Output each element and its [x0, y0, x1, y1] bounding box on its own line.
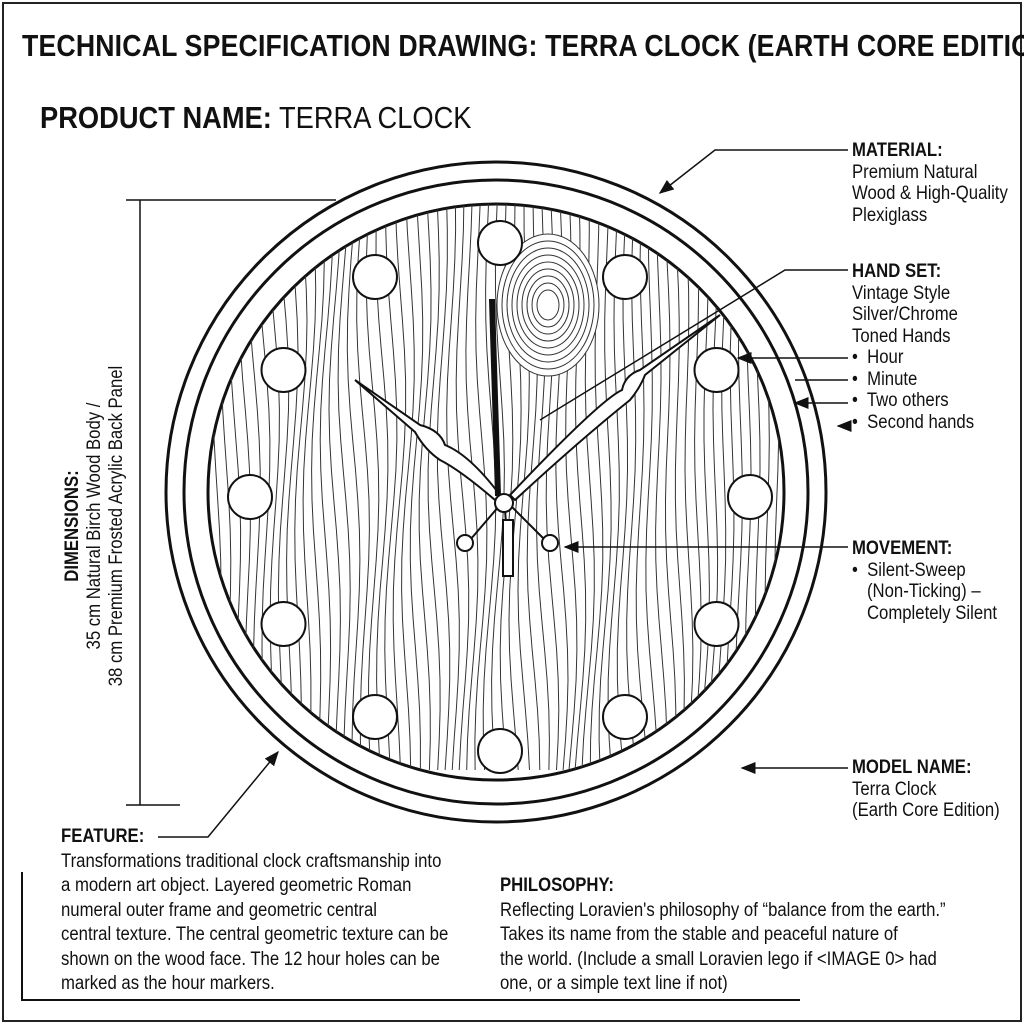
- hour-hole: [602, 254, 648, 300]
- product-name-label: PRODUCT NAME:: [40, 100, 272, 135]
- leader-lines: [21, 149, 852, 1001]
- model-callout: MODEL NAME: Terra Clock (Earth Core Edit…: [852, 757, 1000, 822]
- wood-knot: [496, 233, 600, 377]
- hour-hole: [260, 347, 307, 393]
- hour-hole: [693, 347, 740, 393]
- material-line: Wood & High-Quality: [852, 183, 1008, 204]
- hand-set-line: Toned Hands: [852, 325, 951, 347]
- hand-item: • Minute: [852, 368, 918, 390]
- movement-line: (Non-Ticking) –: [866, 581, 981, 602]
- feature-line: Transformations traditional clock crafts…: [61, 850, 442, 872]
- hour-hole: [727, 474, 773, 520]
- philosophy-line: the world. (Include a small Loravien leg…: [500, 948, 937, 970]
- hand-item: • Two others: [852, 390, 949, 411]
- hour-hole: [227, 474, 273, 520]
- knot-ring: [531, 282, 565, 328]
- material-line: Plexiglass: [852, 204, 928, 226]
- hand-set-callout: HAND SET: Vintage Style Silver/Chrome To…: [852, 261, 974, 433]
- material-heading: MATERIAL:: [852, 140, 943, 161]
- knot-ring: [506, 247, 590, 363]
- grain-line: [401, 204, 415, 771]
- grain-line: [346, 204, 361, 771]
- grain-line: [673, 204, 685, 771]
- hour-hole: [352, 694, 398, 740]
- grain-line: [418, 204, 432, 771]
- grain-line: [337, 204, 351, 771]
- feature-line: marked as the hour markers.: [61, 973, 275, 994]
- hour-hole: [477, 728, 523, 774]
- knot-ring: [521, 268, 575, 342]
- outer-ring: [164, 160, 828, 824]
- dimensions-line: 38 cm Premium Frosted Acrylic Back Panel: [106, 365, 127, 687]
- model-line: (Earth Core Edition): [852, 800, 1000, 821]
- counterweight: [502, 519, 514, 577]
- grain-line: [311, 204, 325, 771]
- grain-line: [436, 204, 451, 771]
- hour-hole: [260, 601, 307, 647]
- philosophy-line: Takes its name from the stable and peace…: [500, 924, 898, 945]
- model-heading: MODEL NAME:: [852, 757, 972, 778]
- knot-ring: [516, 261, 580, 349]
- grain-line: [427, 204, 441, 771]
- product-name: PRODUCT NAME: TERRA CLOCK: [40, 100, 472, 136]
- philosophy-heading: PHILOSOPHY:: [500, 875, 614, 896]
- hand-item: • Hour: [852, 347, 904, 368]
- product-name-value: TERRA CLOCK: [278, 100, 472, 135]
- grain-line: [645, 204, 659, 771]
- acrylic-ring: [182, 178, 810, 806]
- knot-ring: [511, 254, 585, 356]
- feature-heading: FEATURE:: [61, 826, 145, 847]
- grain-line: [392, 204, 407, 771]
- philosophy-line: Reflecting Loravien's philosophy of “bal…: [500, 899, 946, 921]
- material-callout: MATERIAL: Premium Natural Wood & High-Qu…: [852, 140, 1008, 226]
- grain-line: [589, 204, 604, 771]
- grain-line: [655, 204, 668, 771]
- dimensions-callout: DIMENSIONS: 35 cm Natural Birch Wood Bod…: [62, 262, 128, 790]
- hour-hole: [602, 694, 648, 740]
- philosophy-block: PHILOSOPHY: Reflecting Loravien's philos…: [500, 874, 946, 997]
- grain-line: [409, 204, 424, 770]
- movement-line: • Silent-Sweep: [852, 559, 966, 581]
- dimensions-heading: DIMENSIONS:: [62, 470, 83, 582]
- movement-line: Completely Silent: [866, 602, 998, 624]
- clock-hands: [354, 299, 721, 577]
- grain-line: [302, 204, 317, 771]
- feature-line: shown on the wood face. The 12 hour hole…: [61, 948, 440, 970]
- feature-line: a modern art object. Layered geometric R…: [61, 875, 412, 896]
- center-cap: [494, 493, 514, 513]
- movement-callout: MOVEMENT: • Silent-Sweep (Non-Ticking) –…: [852, 538, 997, 624]
- hour-hole: [693, 601, 740, 647]
- material-line: Premium Natural: [852, 161, 978, 183]
- knot-ring: [536, 289, 560, 321]
- hand-set-line: Vintage Style: [852, 282, 951, 304]
- philosophy-line: one, or a simple text line if not): [500, 973, 728, 994]
- hand-item: • Second hands: [852, 411, 975, 433]
- knot-ring: [501, 240, 595, 370]
- hour-holes: [227, 220, 773, 774]
- feature-block: FEATURE: Transformations traditional clo…: [61, 825, 448, 997]
- grain-line: [319, 204, 334, 771]
- model-line: Terra Clock: [852, 778, 937, 800]
- grain-line: [474, 204, 488, 771]
- movement-heading: MOVEMENT:: [852, 538, 953, 559]
- grain-line: [664, 204, 677, 771]
- hand-set-line: Silver/Chrome: [852, 304, 958, 325]
- grain-line: [328, 204, 342, 771]
- hour-hole: [352, 254, 398, 300]
- drawing-title: TECHNICAL SPECIFICATION DRAWING: TERRA C…: [22, 28, 1024, 63]
- hand-set-heading: HAND SET:: [852, 261, 942, 282]
- knot-ring: [526, 275, 570, 335]
- grain-line: [491, 204, 505, 771]
- minute-hand: [508, 314, 721, 502]
- feature-line: central texture. The central geometric t…: [61, 924, 449, 945]
- feature-line: numeral outer frame and geometric centra…: [61, 899, 377, 921]
- dimensions-line: 35 cm Natural Birch Wood Body /: [84, 402, 105, 650]
- grain-line: [446, 204, 460, 771]
- hour-hole: [477, 220, 523, 266]
